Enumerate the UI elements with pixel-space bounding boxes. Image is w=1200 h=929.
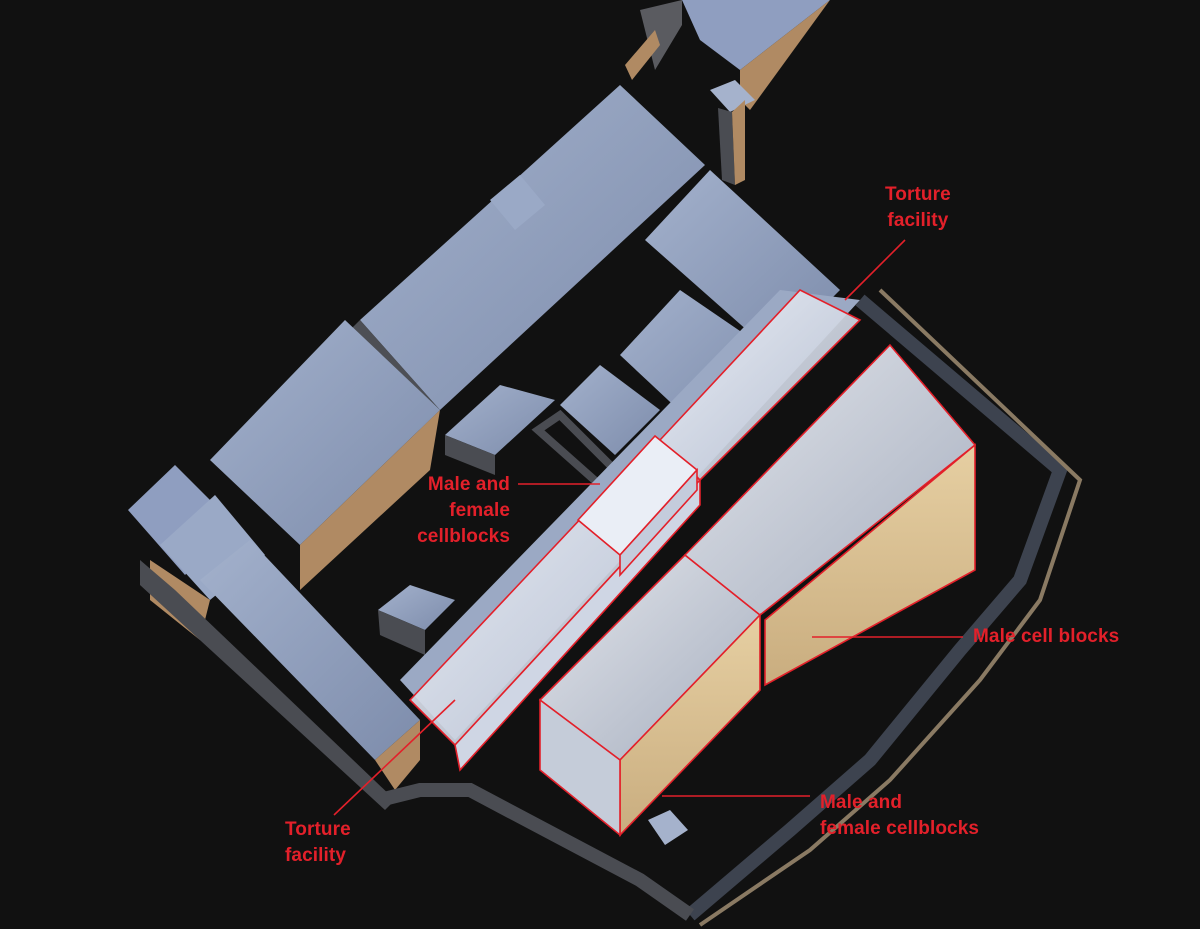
label-line: Male and <box>820 792 903 813</box>
label-line: female cellblocks <box>820 818 980 839</box>
label-line: cellblocks <box>417 526 510 547</box>
courtyard-outbuildings <box>378 365 660 655</box>
west-building <box>128 320 440 810</box>
label-male-female-cellblocks-left: Male and female cellblocks <box>402 472 510 550</box>
label-line: facility <box>887 210 949 231</box>
perimeter-wall <box>378 288 1083 927</box>
west-cellblock-strip <box>400 289 862 772</box>
label-line: female <box>449 500 510 521</box>
label-line: facility <box>285 845 346 866</box>
label-torture-facility-top: Torture facility <box>885 182 951 234</box>
north-tower <box>625 0 830 185</box>
label-line: Torture <box>885 184 951 205</box>
label-male-cell-blocks: Male cell blocks <box>973 624 1119 650</box>
leader-line-torture-bottom <box>333 699 456 816</box>
label-line: Male and <box>427 474 510 495</box>
label-line: Male cell blocks <box>973 626 1120 647</box>
label-male-female-cellblocks-bottom: Male and female cellblocks <box>820 790 979 842</box>
leader-lines <box>333 239 963 816</box>
leader-line-torture-top <box>844 239 906 301</box>
label-torture-facility-bottom: Torture facility <box>285 817 351 869</box>
east-cellblock <box>538 343 977 837</box>
label-line: Torture <box>285 819 351 840</box>
